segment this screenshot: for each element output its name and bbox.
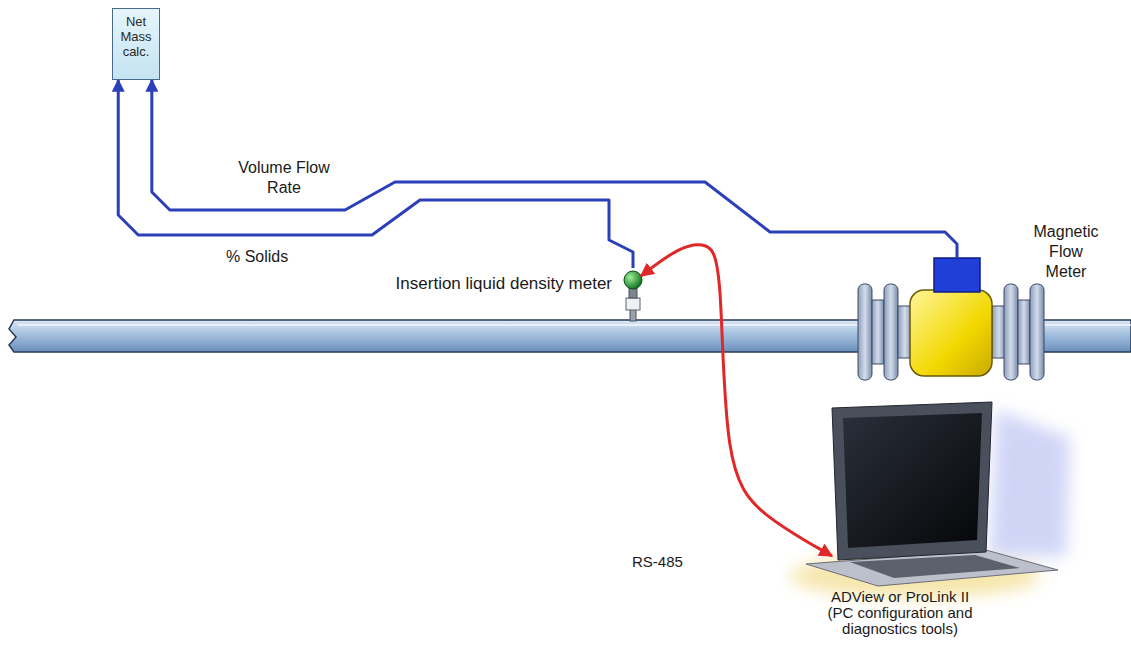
meter-housing [626,298,640,310]
laptop-lid [832,402,992,560]
signal-wire [118,80,633,268]
flange-hub [1018,300,1030,364]
node-label: Insertion liquid density meter [396,274,612,294]
flange [1030,284,1044,380]
transmitter-head [934,258,980,292]
flange [1004,284,1018,380]
laptop-glow [990,410,1070,556]
signal-label: % Solids [226,247,316,267]
laptop: ADView or ProLink II (PC configuration a… [800,400,1062,640]
laptop-screen [843,413,982,548]
density-meter: Insertion liquid density meter [340,268,645,322]
calculation-box: Net Mass calc. [112,8,160,80]
flange-hub [872,300,884,364]
meter-body [910,290,992,376]
serial-link [641,245,832,556]
signal-label: RS-485 [632,553,702,571]
signal-label: Volume Flow Rate [238,158,330,198]
node-label: Magnetic Flow Meter [1030,222,1102,282]
magnetic-flow-meter: Magnetic Flow Meter [858,258,1042,380]
signal-wire [152,80,957,258]
node-label: Net Mass calc. [113,14,159,59]
flange [884,284,898,380]
meter-head [624,271,642,289]
meter-stem [630,309,636,321]
node-label: ADView or ProLink II (PC configuration a… [816,589,984,637]
flange [858,284,872,380]
